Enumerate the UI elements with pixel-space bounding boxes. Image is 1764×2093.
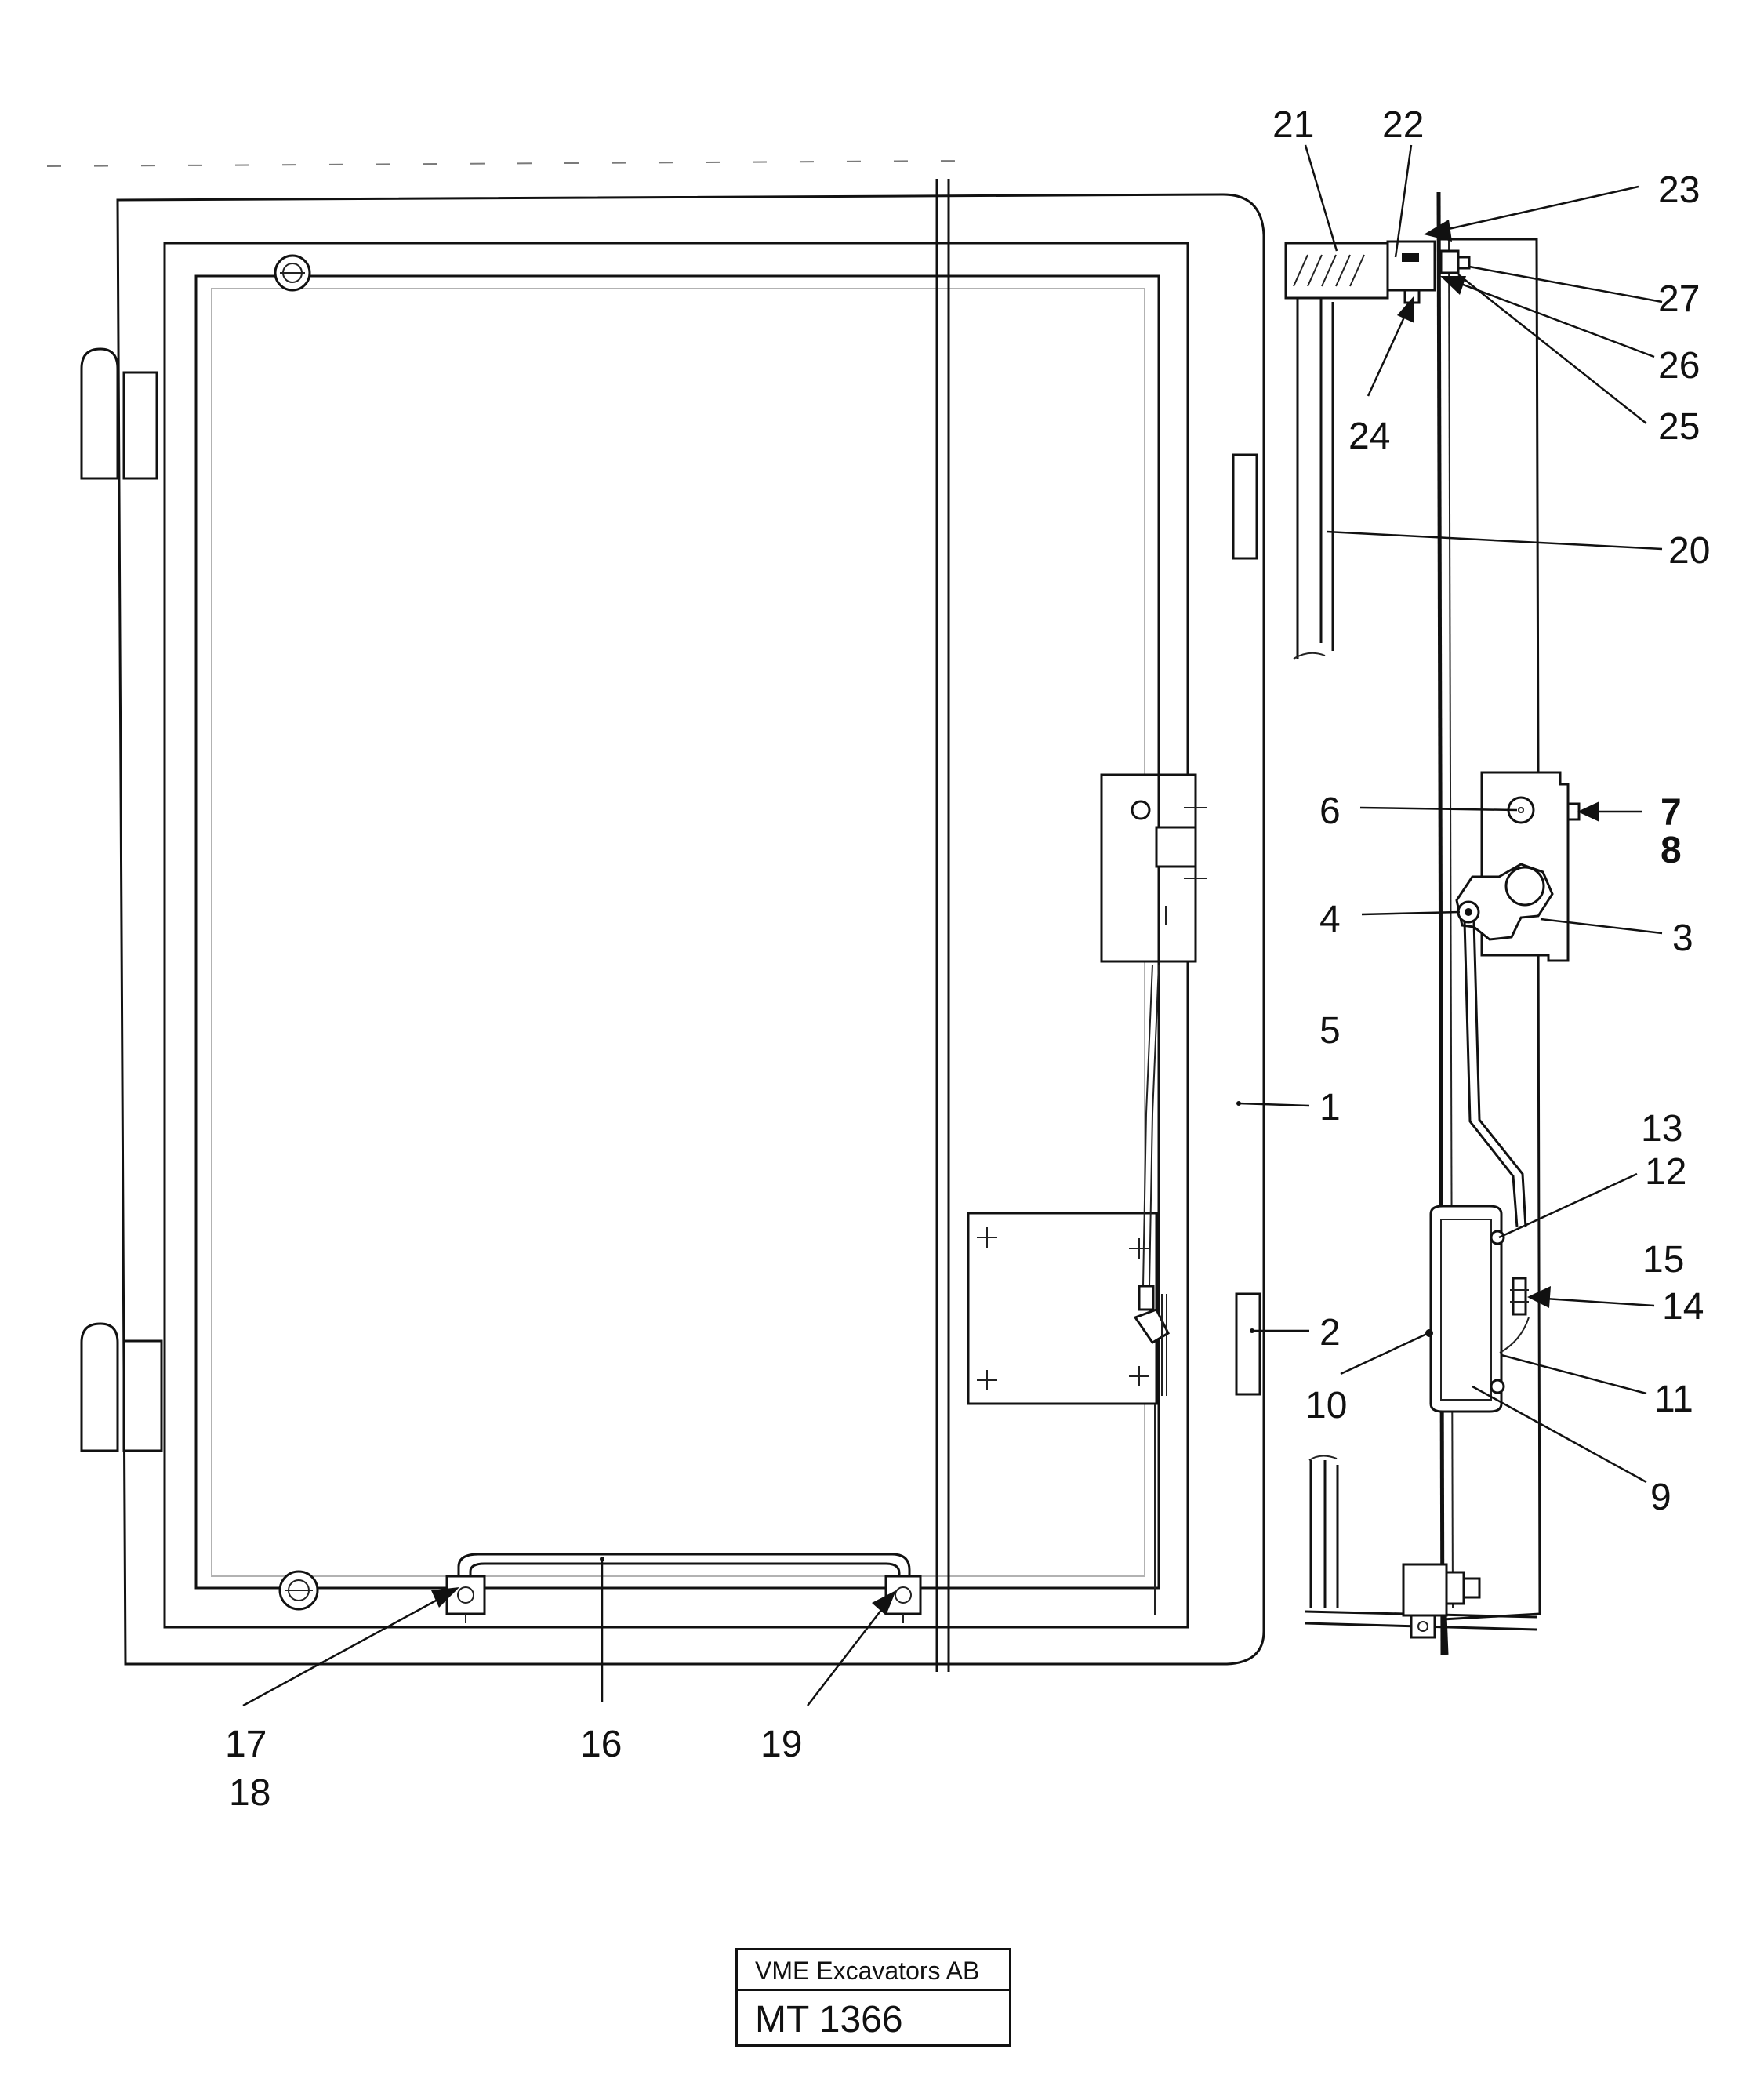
callout-7: 7	[1661, 792, 1682, 834]
hinge-lower	[80, 1322, 163, 1452]
seal-profile-top	[1293, 294, 1334, 660]
callout-16: 16	[580, 1724, 622, 1765]
callout-19: 19	[760, 1724, 802, 1765]
callout-20: 20	[1668, 530, 1710, 572]
callout-5: 5	[1319, 1010, 1341, 1052]
reference-dashes	[46, 160, 965, 167]
lower-bracket	[1425, 1205, 1530, 1413]
door-edge-line	[1436, 191, 1445, 1655]
window-fastener-bottom	[278, 1570, 319, 1611]
callout-9: 9	[1650, 1477, 1671, 1518]
door-inner-frame	[163, 242, 1189, 1629]
door-stop-lower	[1235, 1292, 1261, 1396]
callout-2: 2	[1319, 1312, 1341, 1354]
callout-14: 14	[1662, 1286, 1704, 1328]
lock-housing	[1100, 773, 1207, 963]
callout-13: 13	[1641, 1108, 1682, 1150]
callout-11: 11	[1654, 1379, 1693, 1420]
callout-3: 3	[1672, 918, 1693, 959]
callout-25: 25	[1658, 406, 1700, 448]
callout-4: 4	[1319, 899, 1341, 940]
callout-12: 12	[1645, 1151, 1686, 1193]
callout-15: 15	[1642, 1239, 1684, 1281]
company-name: VME Excavators AB	[738, 1950, 1009, 1991]
mounting-plate	[967, 964, 1170, 1615]
drawing-number: MT 1366	[755, 1999, 903, 2040]
latch-block-top	[1284, 232, 1471, 304]
callout-10: 10	[1305, 1385, 1347, 1426]
bottom-hinge-block	[1402, 1563, 1481, 1655]
leader-lines	[242, 144, 1663, 1707]
callout-6: 6	[1319, 790, 1341, 832]
door-skin	[1439, 238, 1541, 1621]
window-glass	[194, 274, 1160, 1590]
hinge-upper	[80, 347, 158, 480]
callout-18: 18	[229, 1772, 270, 1814]
callout-21: 21	[1272, 104, 1314, 146]
lock-mechanism-side	[1455, 771, 1581, 1228]
callout-17: 17	[225, 1724, 267, 1765]
window-gasket	[211, 288, 1145, 1577]
door-outer-frame	[116, 193, 1265, 1666]
callout-8: 8	[1661, 830, 1682, 871]
callout-22: 22	[1382, 104, 1424, 146]
callout-labels: 1 2 3 4 5 6 7 8 9 10 11 12 13 14 15 16 1…	[225, 104, 1710, 1814]
callout-23: 23	[1658, 169, 1700, 211]
callout-27: 27	[1658, 278, 1700, 320]
door-stop-upper	[1232, 453, 1258, 560]
handle-bar	[445, 1553, 922, 1623]
door-side-section-view	[1284, 191, 1581, 1655]
door-front-view	[46, 160, 1265, 1672]
callout-24: 24	[1348, 416, 1390, 457]
window-fastener-top	[274, 254, 311, 292]
callout-26: 26	[1658, 345, 1700, 387]
title-block: VME Excavators AB MT 1366	[735, 1948, 1011, 2047]
callout-1: 1	[1319, 1087, 1341, 1128]
